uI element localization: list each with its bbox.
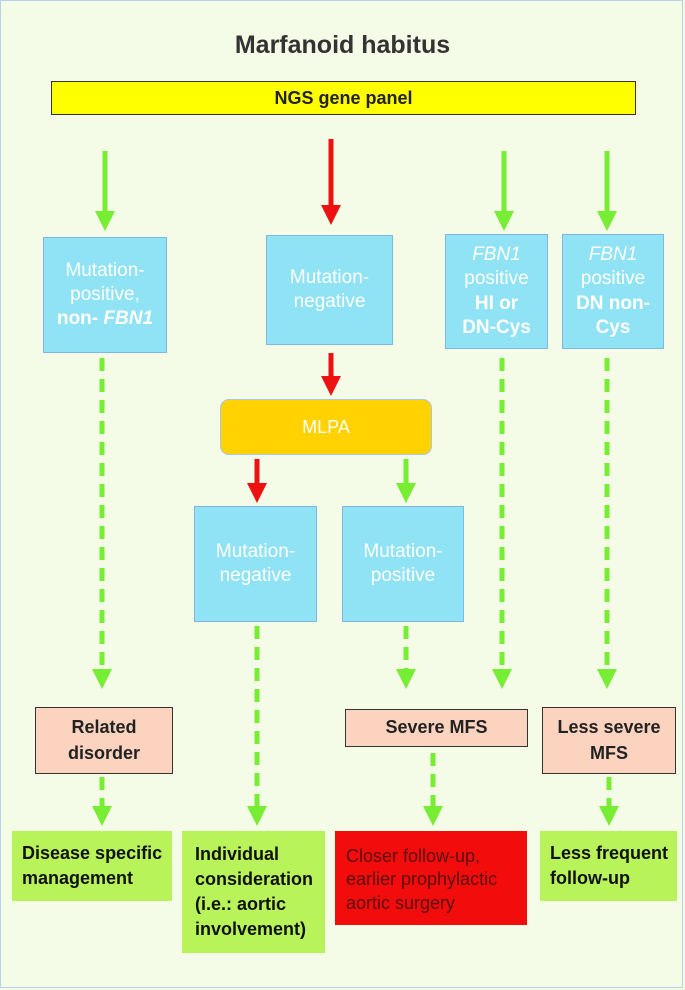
box-line: Mutation- [289,266,370,288]
box-line: management [22,868,134,888]
box-line: positive [370,565,436,586]
box-line: Mutation- [363,540,443,562]
box-line: Mutation- [65,259,145,281]
severe-mfs-box: Severe MFS [345,709,528,747]
box-line: DN-Cys [462,316,531,338]
box-line: disorder [67,742,141,763]
fbn1-positive-hi-box: FBN1 positive HI or DN-Cys [445,234,548,349]
box-line: HI or [474,292,519,314]
box-line: non- FBN1 [57,307,153,331]
gene-name: FBN1 [472,244,521,266]
box-line: DN non- [576,292,650,314]
box-line: Mutation- [215,540,296,562]
box-line: aortic surgery [346,892,456,913]
box-line: Related [71,717,137,738]
box-line: Disease specific [22,842,163,863]
diagram-title: Marfanoid habitus [234,31,451,59]
mutation-positive-non-fbn1-box: Mutation- positive, non- FBN1 [43,237,167,353]
box-line: involvement) [195,919,307,940]
box-line: Less severe [557,717,661,738]
gene-name: FBN1 [103,308,154,330]
box-line: Less frequent [550,842,669,863]
mlpa-box: MLPA [220,399,432,455]
fbn1-positive-dn-box: FBN1 positive DN non- Cys [562,234,664,349]
mlpa-mutation-positive-box: Mutation- positive [342,506,464,622]
box-line: Cys [595,316,631,338]
mutation-negative-top-box: Mutation- negative [266,235,393,345]
less-frequent-follow-up-box: Less frequent follow-up [540,831,677,901]
box-line: Closer follow-up, [346,846,481,866]
gene-name: FBN1 [588,244,638,266]
box-line: consideration [195,868,314,889]
box-line: (i.e.: aortic [195,894,287,914]
closer-follow-up-box: Closer follow-up, earlier prophylactic a… [335,831,527,925]
related-disorder-box: Related disorder [35,707,173,774]
box-line-prefix: non- [56,308,104,330]
ngs-gene-panel-box: NGS gene panel [51,81,636,115]
box-line: negative [293,291,366,312]
disease-specific-management-box: Disease specific management [12,831,172,901]
box-line: earlier prophylactic [346,869,498,890]
mlpa-mutation-negative-box: Mutation- negative [194,506,317,622]
box-line: follow-up [550,868,630,888]
box-line: negative [219,565,292,586]
less-severe-mfs-box: Less severe MFS [542,707,676,774]
box-line: positive [580,268,646,290]
box-line: Individual [195,843,280,864]
box-line: MFS [590,742,628,763]
individual-consideration-box: Individual consideration (i.e.: aortic i… [182,831,325,953]
box-line: positive, [70,283,140,305]
box-line: positive [464,268,529,290]
